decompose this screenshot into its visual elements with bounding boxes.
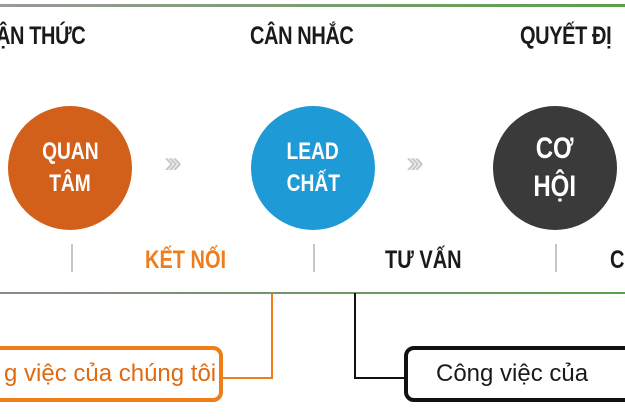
our-work-box: g việc của chúng tôi xyxy=(0,346,223,402)
our-work-text: g việc của chúng tôi xyxy=(4,360,217,387)
separator xyxy=(313,244,315,272)
action-consult: TƯ VẤN xyxy=(385,246,462,274)
bottom-divider-line xyxy=(0,292,625,294)
circle-opportunity: CƠ HỘI xyxy=(493,106,617,230)
stage-consideration-heading: CÂN NHẮC xyxy=(250,22,354,50)
client-work-box: Công việc của xyxy=(404,346,625,402)
chevrons-right-icon: ››› xyxy=(406,146,424,179)
separator xyxy=(71,244,73,272)
stage-awareness-heading: ẬN THỨC xyxy=(0,22,86,50)
circle-interest: QUAN TÂM xyxy=(8,106,132,230)
circle-text: TÂM xyxy=(49,170,91,197)
circle-text: HỘI xyxy=(533,170,577,203)
circle-text: CHẤT xyxy=(286,170,340,197)
chevrons-right-icon: ››› xyxy=(164,146,182,179)
client-work-text: Công việc của xyxy=(436,360,589,387)
stage-decision-heading: QUYẾT ĐỊ xyxy=(520,22,612,50)
orange-connector xyxy=(222,377,273,379)
black-connector xyxy=(354,377,406,379)
circle-text: CƠ xyxy=(536,132,574,165)
circle-quality-lead: LEAD CHẤT xyxy=(251,106,375,230)
circle-text: QUAN xyxy=(41,138,99,165)
separator xyxy=(555,244,557,272)
circle-text: LEAD xyxy=(286,138,340,165)
black-connector xyxy=(354,293,356,379)
orange-connector xyxy=(271,293,273,379)
top-divider-line xyxy=(0,4,625,7)
action-close: C xyxy=(610,246,625,274)
action-connect: KẾT NỐI xyxy=(145,246,227,274)
